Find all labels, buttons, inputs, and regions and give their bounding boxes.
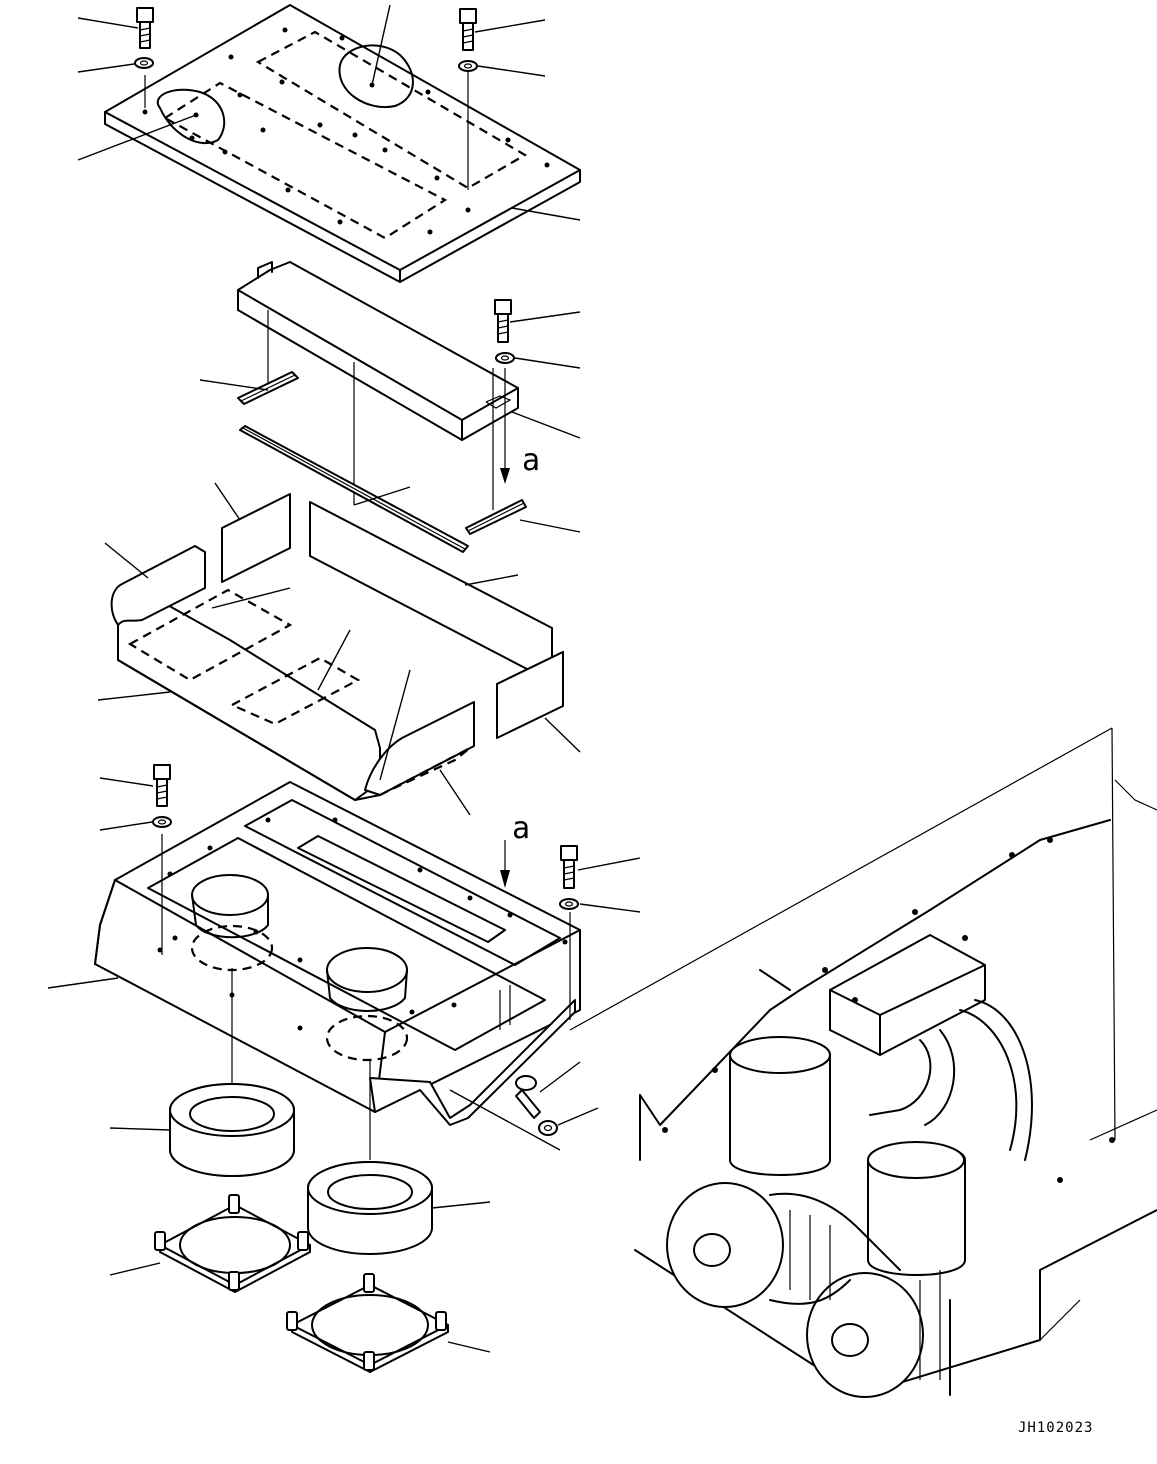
view-label-upper-text: a (522, 443, 540, 478)
mounting-plate (155, 1195, 310, 1292)
filter-housing-base (95, 782, 580, 1160)
bolt-icon (460, 9, 476, 50)
seal-strip (466, 500, 526, 534)
view-label-upper: a (522, 443, 540, 478)
bolt-icon (137, 8, 153, 48)
washer-icon (135, 58, 153, 68)
seal-strip (238, 372, 298, 404)
duct-cover (238, 262, 518, 505)
insulation-pad (222, 494, 290, 582)
drawing-code: JH102023 (1018, 1420, 1093, 1436)
seal-ring (308, 1162, 432, 1254)
view-label-lower-text: a (512, 811, 530, 846)
seal-ring (170, 1084, 294, 1176)
washer-icon (560, 899, 578, 909)
duct-tray (112, 546, 474, 800)
washer-icon (459, 61, 477, 71)
insulation-pad (497, 652, 563, 738)
installed-view-inset (570, 728, 1157, 1397)
plug-icon (516, 1076, 540, 1118)
top-cover-plate (105, 5, 580, 282)
bolt-icon (154, 765, 170, 806)
washer-icon (153, 817, 171, 827)
view-label-lower: a (500, 811, 530, 1030)
bolt-icon (495, 300, 511, 342)
washer-icon (496, 353, 514, 363)
seal-strip (240, 426, 468, 552)
mounting-plate (287, 1274, 448, 1372)
bolt-icon (561, 846, 577, 888)
leader-lines (48, 5, 640, 1352)
washer-icon (539, 1121, 557, 1135)
